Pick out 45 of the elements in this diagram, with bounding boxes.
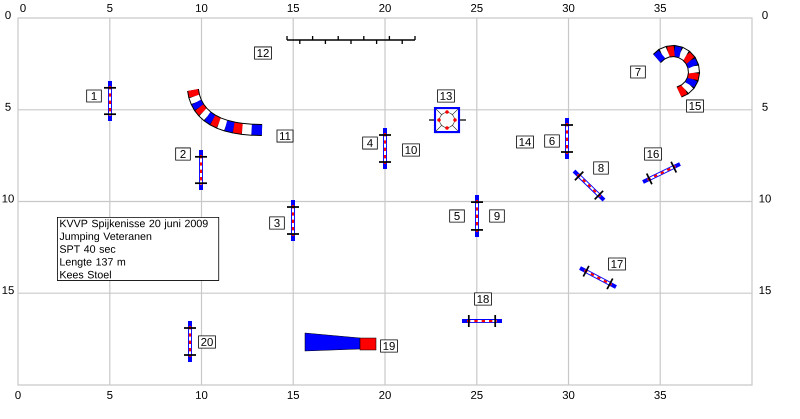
callout-number: 8	[593, 161, 609, 175]
axis-tick-label: 10	[196, 4, 208, 12]
callout-number: 13	[437, 89, 455, 103]
axis-tick-label: 20	[379, 391, 391, 399]
axis-tick-label: 15	[288, 391, 300, 399]
callout-number: 14	[516, 136, 534, 148]
axis-tick-label: 30	[562, 391, 574, 399]
axis-tick-label: 0	[20, 4, 26, 12]
axis-tick-label: 20	[379, 4, 391, 12]
callout-number: 18	[474, 292, 492, 306]
axis-tick-label: 25	[471, 4, 483, 12]
axis-tick-label: 5	[107, 391, 112, 399]
axis-tick-label: 15	[760, 286, 771, 294]
callout-number: 5	[449, 210, 465, 222]
axis-tick-label: 10	[196, 391, 208, 399]
axis-tick-label: 0	[762, 11, 768, 19]
callout-number: 10	[402, 143, 420, 157]
callout-number: 2	[175, 148, 191, 160]
callout-number: 4	[362, 136, 378, 150]
axis-tick-label: 35	[654, 4, 666, 12]
callout-number: 1	[86, 90, 102, 102]
callout-number: 15	[686, 100, 704, 112]
axis-tick-label: 30	[562, 4, 574, 12]
axis-tick-label: 15	[288, 4, 300, 12]
callout-number: 17	[608, 258, 626, 270]
callout-number: 20	[198, 335, 216, 349]
axis-tick-label: 5	[5, 102, 11, 111]
axis-tick-label: 10	[2, 194, 14, 202]
callout-number: 16	[644, 147, 662, 161]
callout-number: 11	[276, 130, 294, 142]
axis-tick-label: 10	[760, 194, 771, 202]
callout-number: 7	[630, 66, 646, 78]
axis-tick-label: 15	[2, 286, 14, 294]
axis-tick-label: 0	[15, 391, 21, 399]
info-box: KVVP Spijkenisse 20 juni 2009 Jumping Veteranen SPT 40 sec Lengte 137 m Kees Stoel	[57, 217, 220, 281]
callout-number: 9	[489, 209, 505, 223]
callout-number: 3	[269, 216, 285, 230]
axis-tick-label: 5	[107, 4, 112, 12]
callout-number: 6	[544, 134, 560, 148]
callout-number: 19	[380, 339, 398, 353]
axis-tick-label: 25	[471, 391, 483, 399]
axis-tick-label: 0	[5, 11, 11, 19]
axis-tick-label: 5	[762, 102, 768, 111]
axis-tick-label: 35	[654, 391, 666, 399]
callout-number: 12	[254, 46, 272, 60]
